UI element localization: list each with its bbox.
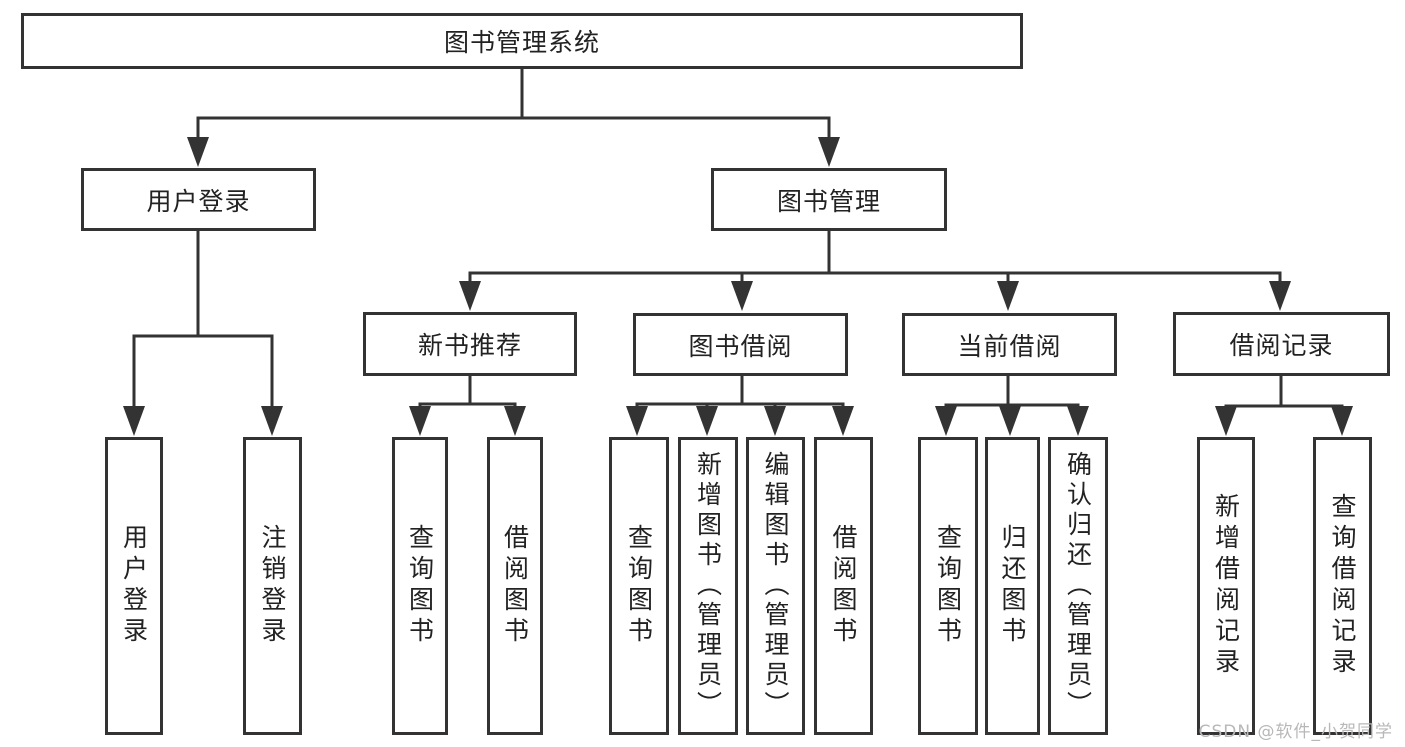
node-label: 借阅记录 [1229,331,1334,360]
arrow-down-icon [731,281,753,311]
leaf-add-book-admin: 新增图书（管理员） [678,437,738,735]
arrow-down-icon [818,137,840,167]
arrow-down-icon [123,406,145,436]
node-label: 图书借阅 [688,331,793,361]
edge-current-borrow-to-leaves [935,374,1089,436]
leaf-query-book-recommend: 查询图书 [392,437,448,735]
watermark: CSDN @软件_小贺同学 [1198,722,1393,742]
leaf-add-borrow-record: 新增借阅记录 [1197,437,1255,735]
leaf-return-book: 归还图书 [985,437,1040,735]
node-user-login: 用户登录 [81,168,316,231]
node-label: 编辑图书（管理员） [761,451,790,721]
leaf-user-login: 用户登录 [105,437,163,735]
edge-root-to-level2 [187,66,840,167]
node-label: 借阅图书 [829,524,858,648]
arrow-down-icon [626,406,648,436]
arrow-down-icon [187,137,209,167]
node-book-management: 图书管理 [711,168,947,231]
arrow-down-icon [1269,281,1291,311]
leaf-query-borrow-record: 查询借阅记录 [1313,437,1372,735]
node-book-borrow: 图书借阅 [633,313,848,376]
leaf-edit-book-admin: 编辑图书（管理员） [746,437,805,735]
node-label: 注销登录 [258,524,287,648]
leaf-borrow-book-recommend: 借阅图书 [487,437,543,735]
edge-user-login-to-leaves [123,229,283,436]
arrow-down-icon [409,406,431,436]
node-label: 查询借阅记录 [1328,493,1357,679]
node-label: 新增图书（管理员） [693,451,723,721]
arrow-down-icon [504,406,526,436]
arrow-down-icon [1067,406,1089,436]
node-label: 查询图书 [624,524,654,648]
node-label: 用户登录 [119,524,149,648]
leaf-query-book-current: 查询图书 [918,437,978,735]
edge-book-management-to-level3 [459,229,1291,311]
node-borrow-records: 借阅记录 [1173,312,1390,376]
arrow-down-icon [997,281,1019,311]
node-label: 查询图书 [405,524,435,648]
node-label: 当前借阅 [957,331,1062,361]
node-label: 归还图书 [998,524,1027,648]
arrow-down-icon [696,406,718,436]
arrow-down-icon [832,406,854,436]
node-label: 图书管理系统 [443,28,600,57]
node-label: 查询图书 [933,524,963,648]
node-library-system: 图书管理系统 [21,13,1023,69]
edge-new-book-recommend-to-leaves [409,373,526,436]
leaf-borrow-book: 借阅图书 [814,437,873,735]
node-label: 新书推荐 [417,331,522,360]
leaf-logout: 注销登录 [243,437,302,735]
node-new-book-recommend: 新书推荐 [363,312,577,376]
node-label: 确认归还（管理员） [1063,451,1093,721]
arrow-down-icon [261,406,283,436]
arrow-down-icon [935,406,957,436]
arrow-down-icon [764,406,786,436]
leaf-query-book-borrow: 查询图书 [609,437,669,735]
node-current-borrow: 当前借阅 [902,313,1117,376]
arrow-down-icon [459,281,481,311]
arrow-down-icon [1331,406,1353,436]
edge-borrow-records-to-leaves [1215,374,1353,436]
leaf-confirm-return-admin: 确认归还（管理员） [1048,437,1108,735]
node-label: 图书管理 [776,186,881,216]
node-label: 用户登录 [146,186,251,216]
arrow-down-icon [999,406,1021,436]
node-label: 新增借阅记录 [1211,493,1241,679]
node-label: 借阅图书 [500,524,530,648]
arrow-down-icon [1215,406,1237,436]
edge-book-borrow-to-leaves [626,374,854,436]
